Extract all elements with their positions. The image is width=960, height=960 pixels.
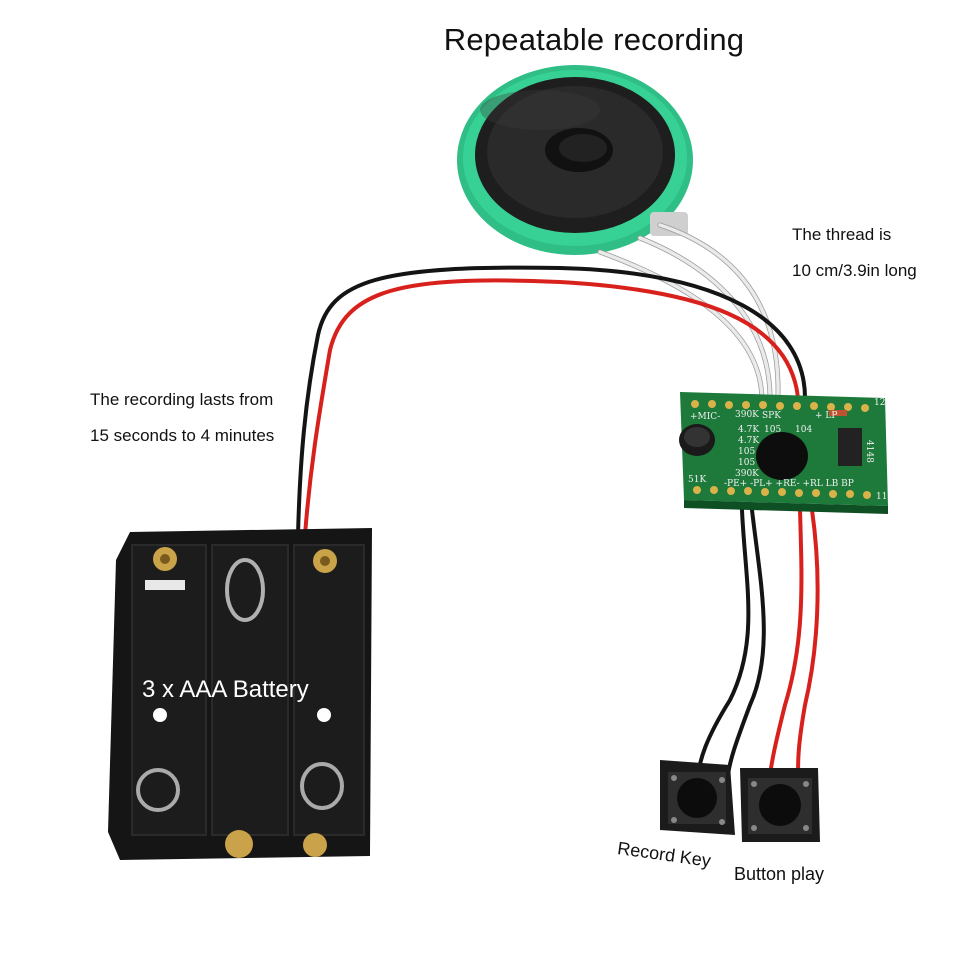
button-wires — [696, 508, 820, 777]
recording-note-line1: The recording lasts from — [90, 390, 274, 409]
battery-wires — [296, 265, 807, 537]
pcb-label-51k: 51K — [688, 475, 706, 485]
pcb-label-4148: 4148 — [864, 440, 874, 463]
pcb-board: +MIC- 390K SPK + LP 4.7K 105 104 4.7K 10… — [679, 392, 888, 514]
speaker — [457, 65, 693, 255]
title: Repeatable recording — [443, 22, 745, 57]
pcb-label-390k-bot: 390K — [735, 469, 759, 479]
pcb-label-105-c: 105 — [738, 458, 755, 468]
speaker-wires — [597, 222, 781, 401]
recording-note-line2: 15 seconds to 4 minutes — [90, 426, 275, 445]
pcb-label-spk: SPK — [762, 411, 781, 421]
pcb-label-11: 11 — [876, 492, 887, 502]
pcb-label-104: 104 — [795, 425, 812, 435]
thread-note-line1: The thread is — [792, 225, 892, 244]
battery-label: 3 x AAA Battery — [142, 676, 309, 703]
pcb-label-390k-top: 390K — [735, 410, 759, 420]
pcb-label-47k-a: 4.7K — [738, 425, 759, 435]
play-button — [740, 768, 820, 842]
button-play-label: Button play — [734, 864, 825, 884]
pcb-label-12: 12 — [874, 398, 885, 408]
pcb-label-105-a: 105 — [764, 425, 781, 435]
record-key-button — [660, 760, 735, 835]
pcb-label-47k-b: 4.7K — [738, 436, 759, 446]
pcb-label-pins: -PE+ -PL+ +RE- +RL LB BP — [724, 479, 854, 489]
pcb-label-lp: + LP — [815, 411, 837, 421]
thread-note-line2: 10 cm/3.9in long — [792, 261, 917, 280]
pcb-label-105-b: 105 — [738, 447, 755, 457]
battery-holder — [108, 528, 372, 860]
pcb-label-mic: +MIC- — [690, 412, 720, 422]
